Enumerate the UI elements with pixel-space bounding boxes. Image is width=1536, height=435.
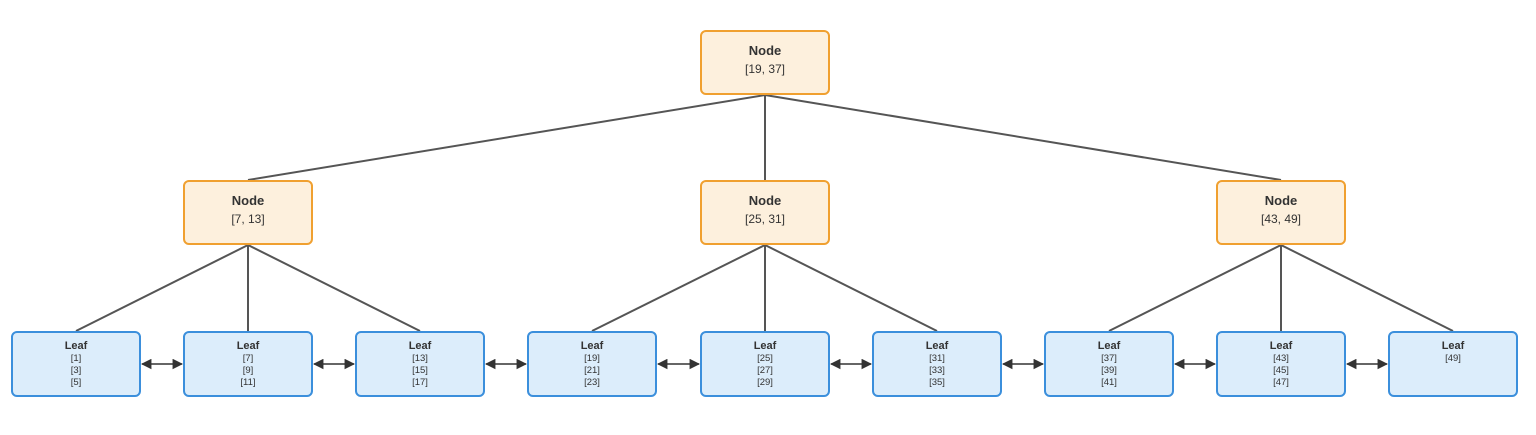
leaf-key: [41] [1101, 377, 1117, 388]
leaf-key: [23] [584, 377, 600, 388]
leaf-node-3: Leaf [13] [15] [17] [355, 331, 485, 397]
internal-node-2: Node [25, 31] [700, 180, 830, 245]
parent-child-edges [75, 94, 1454, 332]
node-title: Node [1264, 193, 1298, 208]
leaf-node-1: Leaf [1] [3] [5] [11, 331, 141, 397]
leaf-title: Leaf [1097, 340, 1121, 352]
node-to-leaf-edge [247, 244, 421, 332]
leaf-node-5: Leaf [25] [27] [29] [700, 331, 830, 397]
leaf-title: Leaf [408, 340, 432, 352]
leaf-key: [21] [584, 365, 600, 376]
node-title: Node [748, 43, 782, 58]
leaf-key: [47] [1273, 377, 1289, 388]
leaf-key: [29] [757, 377, 773, 388]
root-to-node-edge [247, 94, 766, 181]
leaf-node-8: Leaf [43] [45] [47] [1216, 331, 1346, 397]
leaf-title: Leaf [925, 340, 949, 352]
node-keys: [43, 49] [1260, 212, 1302, 226]
node-to-leaf-edge [591, 244, 766, 332]
leaf-title: Leaf [580, 340, 604, 352]
node-to-leaf-edge [764, 244, 938, 332]
leaf-title: Leaf [236, 340, 260, 352]
leaf-key: [35] [929, 377, 945, 388]
leaf-node-7: Leaf [37] [39] [41] [1044, 331, 1174, 397]
node-title: Node [231, 193, 265, 208]
leaf-key: [45] [1273, 365, 1289, 376]
leaf-key: [7] [242, 353, 254, 364]
node-to-leaf-edge [1108, 244, 1282, 332]
leaf-key: [11] [240, 377, 256, 388]
leaf-key: [3] [70, 365, 82, 376]
root-node: Node [19, 37] [700, 30, 830, 95]
leaf-node-9: Leaf [49] [1388, 331, 1518, 397]
node-title: Node [748, 193, 782, 208]
leaf-key: [39] [1101, 365, 1117, 376]
node-to-leaf-edge [1280, 244, 1454, 332]
leaf-key: [49] [1445, 353, 1461, 364]
node-keys: [19, 37] [744, 62, 786, 76]
root-to-node-edge [764, 94, 1282, 181]
leaf-key: [1] [70, 353, 82, 364]
leaf-key: [5] [70, 377, 82, 388]
leaf-title: Leaf [753, 340, 777, 352]
leaf-key: [17] [412, 377, 428, 388]
internal-node-1: Node [7, 13] [183, 180, 313, 245]
leaf-title: Leaf [1269, 340, 1293, 352]
leaf-key: [25] [757, 353, 773, 364]
leaf-key: [15] [412, 365, 428, 376]
leaf-key: [9] [242, 365, 254, 376]
node-to-leaf-edge [75, 244, 249, 332]
node-keys: [25, 31] [744, 212, 786, 226]
leaf-key: [13] [412, 353, 428, 364]
leaf-node-6: Leaf [31] [33] [35] [872, 331, 1002, 397]
node-keys: [7, 13] [231, 212, 265, 226]
leaf-node-4: Leaf [19] [21] [23] [527, 331, 657, 397]
leaf-key: [37] [1101, 353, 1117, 364]
leaf-title: Leaf [64, 340, 88, 352]
leaf-key: [31] [929, 353, 945, 364]
leaf-key: [27] [757, 365, 773, 376]
leaf-key: [19] [584, 353, 600, 364]
leaf-node-2: Leaf [7] [9] [11] [183, 331, 313, 397]
internal-node-3: Node [43, 49] [1216, 180, 1346, 245]
leaf-key: [43] [1273, 353, 1289, 364]
leaf-title: Leaf [1441, 340, 1465, 352]
leaf-key: [33] [929, 365, 945, 376]
